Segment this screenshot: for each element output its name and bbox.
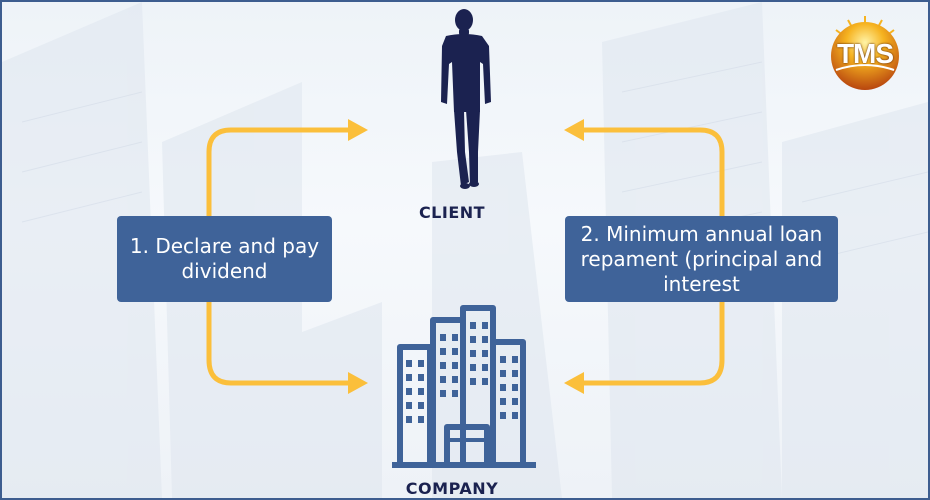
logo-text: TMS [836,38,894,69]
right-arrow-to-client [579,127,725,219]
tms-logo-icon: TMS [826,14,904,92]
step2-box: 2. Minimum annual loan repament (princip… [565,216,838,302]
step2-label: 2. Minimum annual loan repament (princip… [580,221,823,296]
company-label: COMPANY [405,479,499,498]
office-building-icon [392,305,536,468]
client-label: CLIENT [418,203,486,222]
step1-label: 1. Declare and pay dividend [129,234,320,283]
person-silhouette-icon [441,9,491,189]
right-arrowhead-company [564,372,584,394]
left-arrow-to-company [206,299,353,386]
right-arrow-to-company [579,299,725,386]
left-arrowhead-client [348,119,368,141]
left-flow-arrows [206,127,353,386]
left-arrowhead-company [348,372,368,394]
right-arrowhead-client [564,119,584,141]
step1-box: 1. Declare and pay dividend [117,216,332,302]
building-windows [406,322,518,423]
tms-logo-graphic [831,16,899,90]
left-arrow-to-client [206,127,353,219]
right-flow-arrows [579,127,725,386]
